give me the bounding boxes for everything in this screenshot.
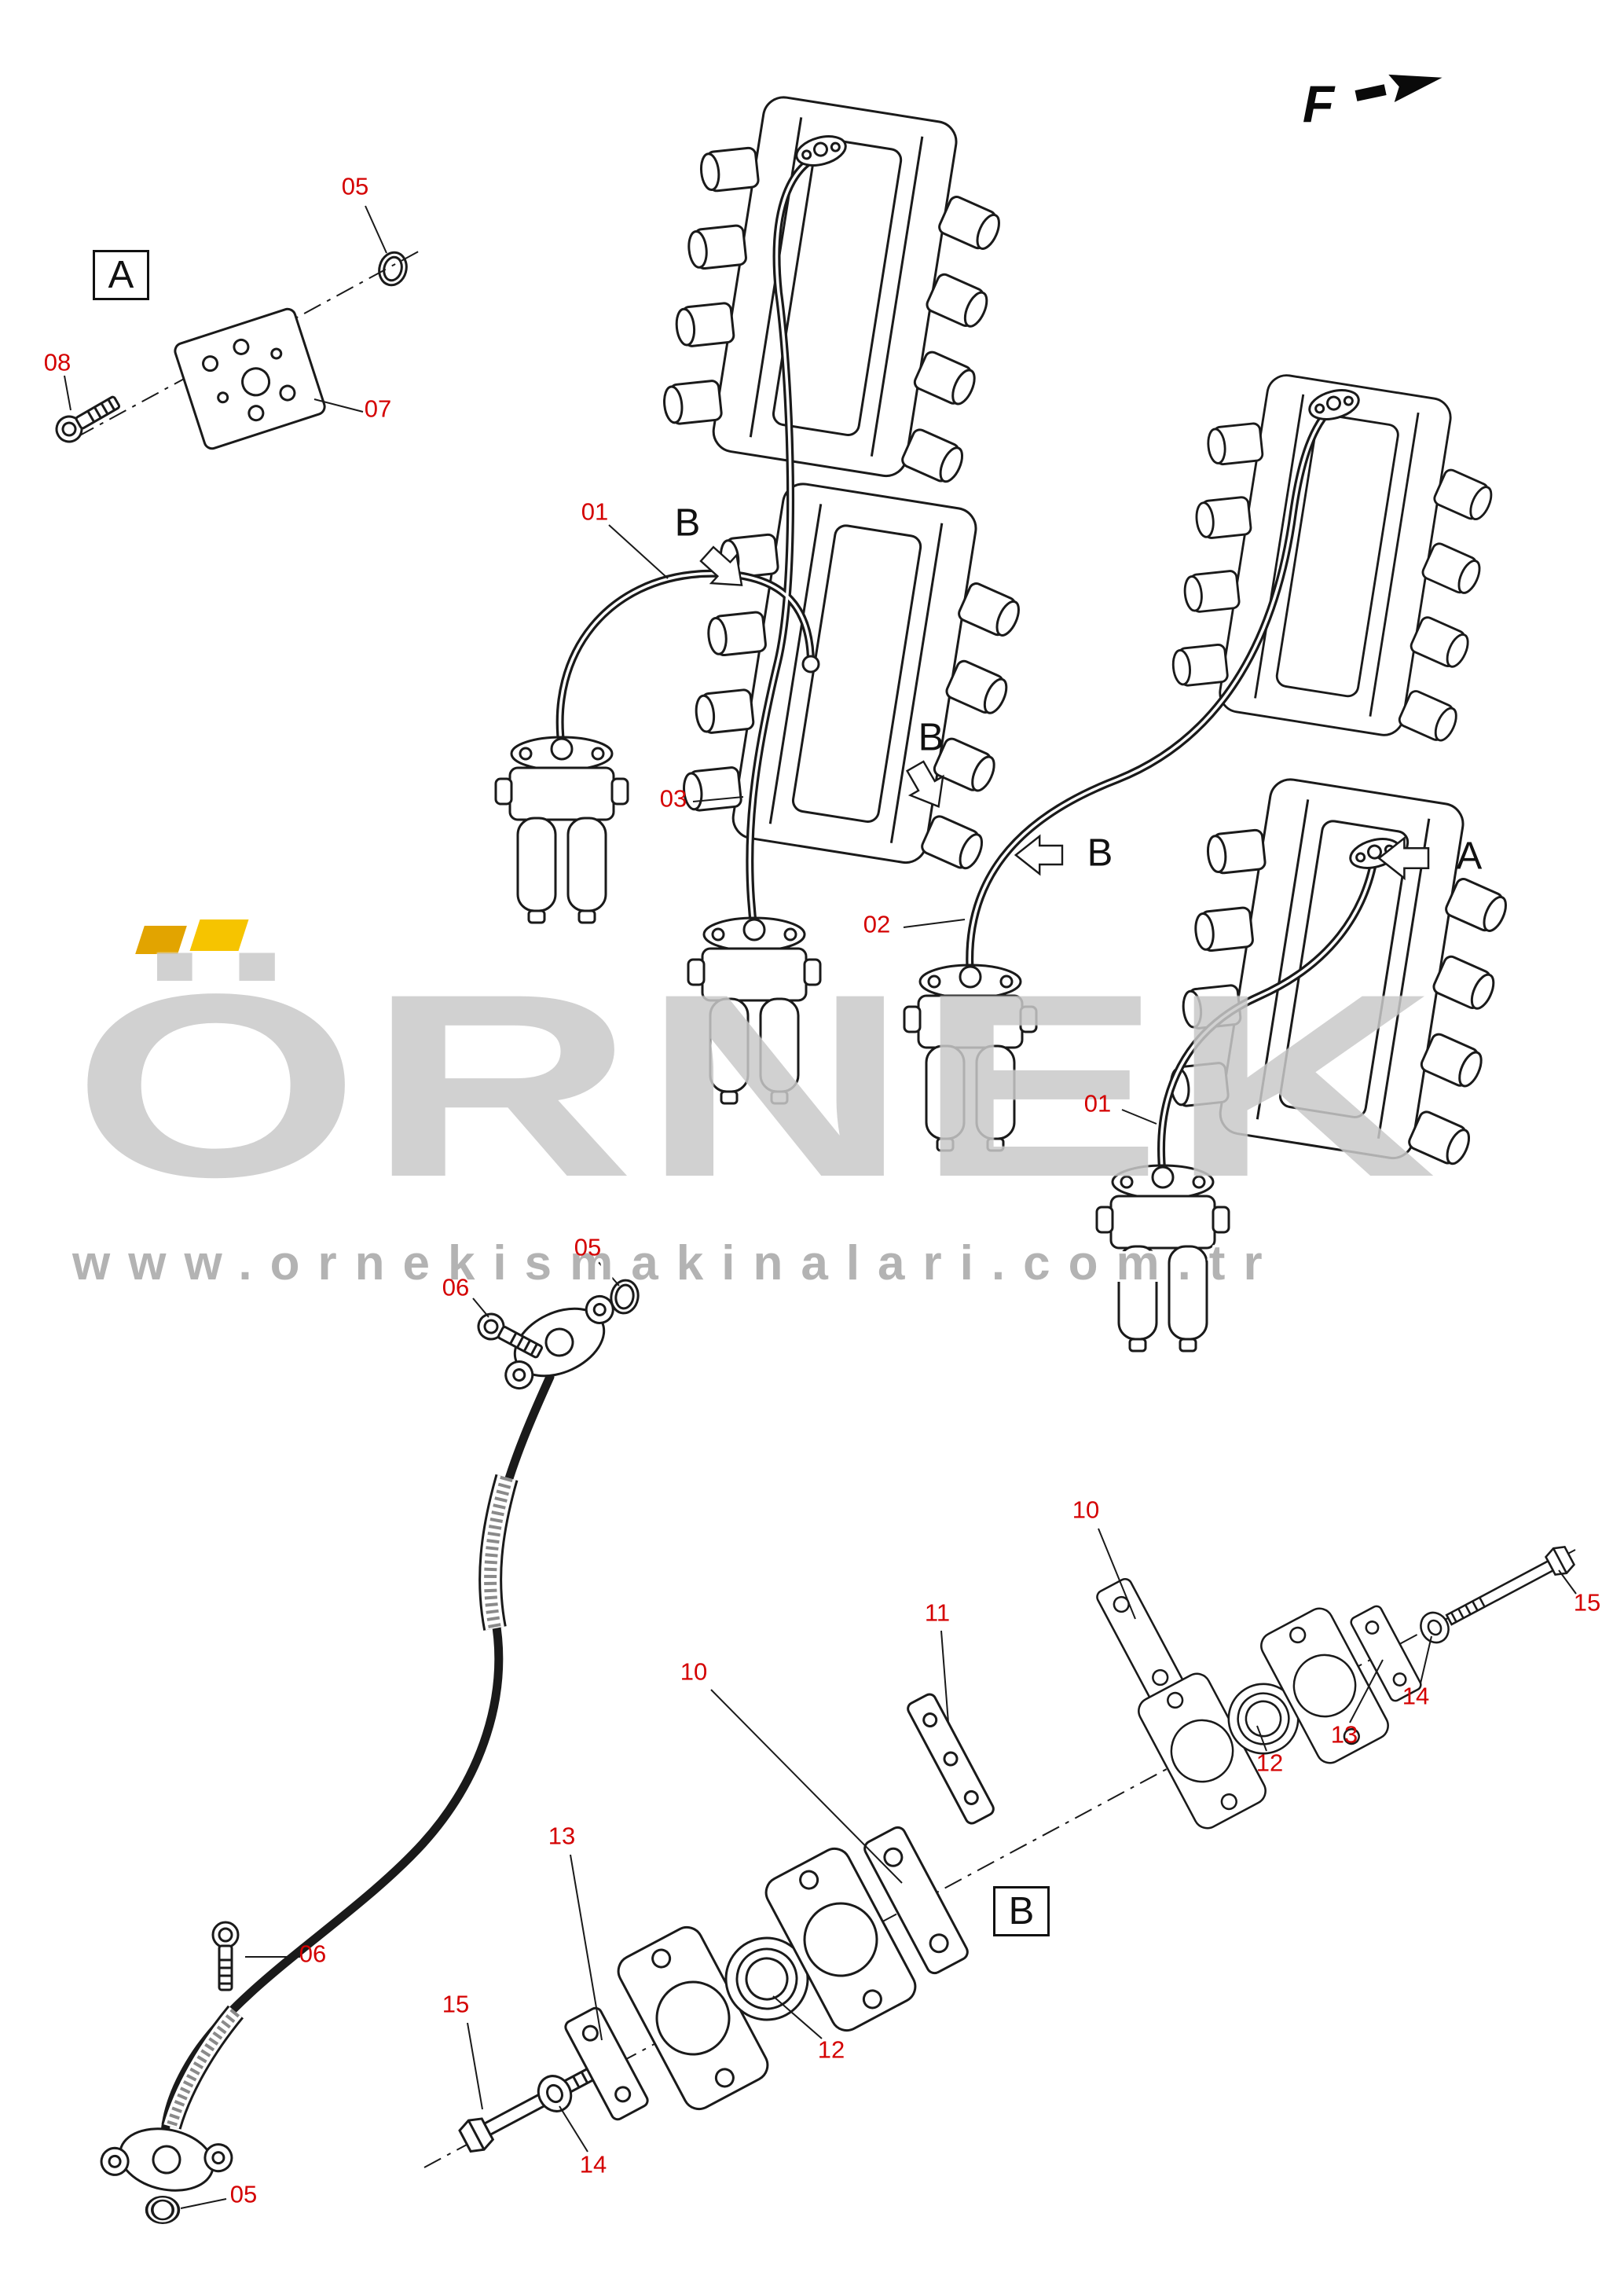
- part-label-05: 05: [341, 172, 369, 200]
- leader-lines: [64, 205, 1577, 2209]
- part-label-14: 14: [579, 2150, 607, 2178]
- bolt-06-lower: [211, 1921, 240, 1991]
- strip-plate-11: [904, 1690, 997, 1827]
- part-label-13: 13: [548, 1822, 576, 1850]
- manifold-bank-right-upper: [1164, 364, 1509, 747]
- part-label-12: 12: [817, 2035, 845, 2064]
- callout-A-right: A: [1456, 835, 1483, 878]
- callout-B-middle: B: [918, 716, 944, 759]
- part-label-05: 05: [229, 2180, 258, 2208]
- manifold-bank-middle: [673, 472, 1036, 875]
- direction-arrow-icon: [1355, 74, 1443, 103]
- part-label-08: 08: [43, 348, 71, 376]
- part-label-01: 01: [1083, 1089, 1112, 1118]
- part-label-15: 15: [1573, 1588, 1601, 1617]
- part-label-06: 06: [299, 1940, 327, 1968]
- valve-assembly-1: [494, 736, 629, 924]
- part-label-14: 14: [1402, 1682, 1430, 1710]
- part-label-03: 03: [659, 784, 687, 813]
- callout-B-boxed: B: [993, 1886, 1050, 1936]
- o-ring-05-top: [374, 248, 412, 290]
- callout-B-lower: B: [1087, 831, 1113, 875]
- part-label-02: 02: [863, 910, 891, 938]
- callout-B-upper: B: [674, 501, 701, 545]
- valve-assembly-3: [903, 963, 1038, 1152]
- part-label-01: 01: [581, 497, 609, 526]
- direction-label: F: [1302, 75, 1335, 133]
- valve-assembly-2: [687, 916, 822, 1105]
- part-label-10: 10: [1072, 1496, 1100, 1524]
- callout-arrow-B3: [1014, 835, 1064, 875]
- part-label-06: 06: [442, 1273, 470, 1301]
- part-label-11: 11: [924, 1598, 951, 1627]
- part-label-12: 12: [1256, 1749, 1284, 1777]
- manifold-bank-right-lower: [1160, 768, 1523, 1170]
- part-label-10: 10: [680, 1657, 708, 1686]
- part-label-15: 15: [442, 1990, 470, 2018]
- hose-flange-lower: [97, 2116, 236, 2204]
- part-label-13: 13: [1330, 1720, 1358, 1749]
- bolt-15-right: [1441, 1542, 1578, 1634]
- valve-assembly-4: [1095, 1164, 1230, 1353]
- part-label-07: 07: [364, 395, 392, 423]
- hose-highlights: [558, 152, 1377, 1178]
- part-label-05: 05: [574, 1233, 602, 1261]
- adapter-plate-07: [171, 306, 328, 452]
- hose-fitting: [801, 655, 820, 674]
- o-ring-05-bottom: [145, 2195, 181, 2225]
- callout-A-boxed: A: [93, 250, 149, 300]
- plate-13-left: [562, 2004, 651, 2123]
